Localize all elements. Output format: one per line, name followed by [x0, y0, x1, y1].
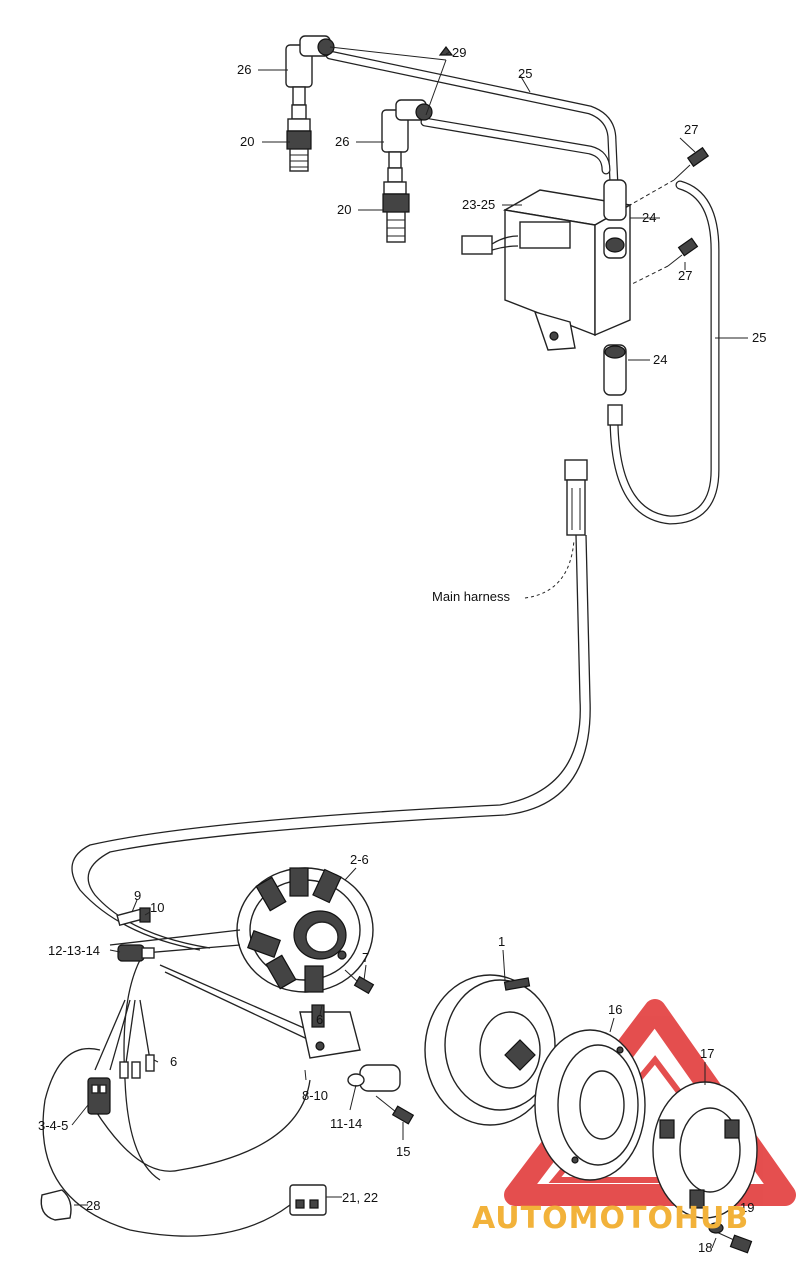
leader-lines: [71, 51, 748, 1249]
label-19: 19: [740, 1200, 754, 1215]
spark-plug-cap-lower: [381, 99, 433, 169]
label-25-upper: 25: [518, 66, 532, 81]
spark-plug-cap-upper: [285, 35, 335, 106]
connector-3-4-5: [87, 1077, 111, 1115]
label-25-lower: 25: [752, 330, 766, 345]
label-16: 16: [608, 1002, 622, 1017]
connector-21-22: [289, 1184, 327, 1216]
spark-plug-upper: [286, 104, 312, 172]
label-6: 6: [170, 1054, 177, 1069]
flywheel: [424, 974, 556, 1126]
grommet-9-10: [116, 907, 151, 927]
part-labels: 29 26 25 20 26 27 20 23-25 24 27 25 24 M…: [38, 45, 766, 1255]
pickup-bracket: [299, 1004, 361, 1059]
label-27-lower: 27: [678, 268, 692, 283]
bolt-18: [711, 1229, 753, 1254]
label-8-10: 8-10: [302, 1088, 328, 1103]
label-24-lower: 24: [653, 352, 667, 367]
label-28: 28: [86, 1198, 100, 1213]
label-20-upper: 20: [240, 134, 254, 149]
bolt-27-upper: [629, 146, 710, 206]
starter-ring: [534, 1029, 646, 1181]
stator-assembly: [236, 867, 374, 993]
label-2-6: 2-6: [350, 852, 369, 867]
label-10: 10: [150, 900, 164, 915]
label-27-upper: 27: [684, 122, 698, 137]
label-21-22: 21, 22: [342, 1190, 378, 1205]
bolt-15: [375, 1095, 415, 1125]
label-20-lower: 20: [337, 202, 351, 217]
label-29: 29: [452, 45, 466, 60]
label-24-upper: 24: [642, 210, 656, 225]
pickup-coil-11-14: [347, 1064, 401, 1092]
stator-harness-bundle: [42, 999, 311, 1237]
label-3-4-5: 3-4-5: [38, 1118, 68, 1133]
label-6-bracket: 6: [316, 1012, 323, 1027]
terminals-6: [119, 1054, 155, 1079]
cover-28: [40, 1189, 72, 1221]
label-main-harness: Main harness: [432, 589, 511, 604]
label-26-upper: 26: [237, 62, 251, 77]
ht-lead-tubes: [325, 50, 720, 525]
label-11-14: 11-14: [330, 1116, 362, 1131]
connector-24-lower: [603, 344, 627, 426]
label-9: 9: [134, 888, 141, 903]
label-23-25: 23-25: [462, 197, 495, 212]
washer-19: [708, 1222, 724, 1234]
watermark-text: AUTOMOTOHUB: [472, 1201, 749, 1236]
main-harness-connector: [564, 459, 588, 536]
label-17: 17: [700, 1046, 714, 1061]
stator-wires: [109, 929, 321, 1181]
label-26-lower: 26: [335, 134, 349, 149]
label-12-13-14: 12-13-14: [48, 943, 100, 958]
label-18: 18: [698, 1240, 712, 1255]
ignition-coil-unit: [461, 179, 633, 351]
bolt-27-lower: [629, 237, 699, 286]
main-harness-wire: [71, 534, 581, 951]
label-7: 7: [362, 950, 369, 965]
starter-clutch: [652, 1081, 758, 1219]
label-15: 15: [396, 1144, 410, 1159]
screw-7: [344, 969, 375, 995]
label-1: 1: [498, 934, 505, 949]
clamp-12-13-14: [117, 944, 155, 962]
spark-plug-lower: [382, 167, 410, 243]
main-harness-leader: [524, 539, 575, 599]
